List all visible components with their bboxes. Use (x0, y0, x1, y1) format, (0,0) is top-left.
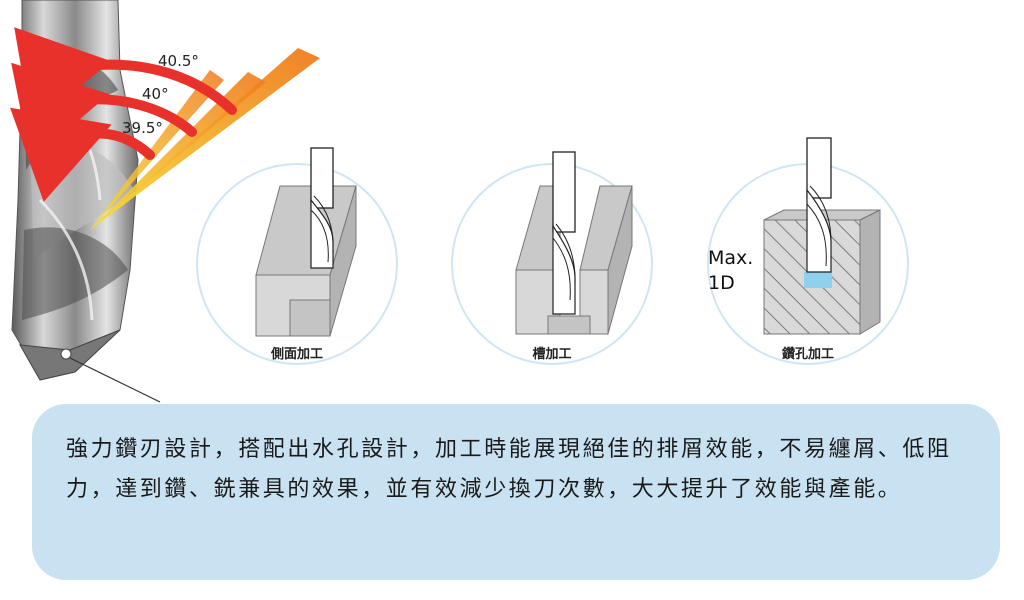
coolant-hole-icon (60, 348, 72, 360)
drilling-tool (806, 137, 832, 273)
side-milling-diagram: 側面加工 (196, 147, 398, 365)
angle-label-39-5: 39.5° (122, 119, 163, 137)
side-milling-label: 側面加工 (270, 346, 323, 362)
slot-milling-diagram: 槽加工 (451, 151, 653, 365)
helix-ray-group (90, 48, 320, 230)
pointer-line (69, 357, 161, 403)
description-box: 強力鑽刃設計，搭配出水孔設計，加工時能展現絕佳的排屑效能，不易纏屑、低阻力，達到… (32, 404, 1000, 580)
slot-milling-label: 槽加工 (532, 346, 571, 362)
depth-label-1d: 1D (708, 272, 735, 294)
angle-label-40: 40° (142, 85, 169, 103)
description-text: 強力鑽刃設計，搭配出水孔設計，加工時能展現絕佳的排屑效能，不易纏屑、低阻力，達到… (66, 437, 952, 502)
angle-label-40-5: 40.5° (158, 52, 199, 70)
drilling-diagram: Max. 1D 鑽孔加工 (707, 137, 909, 365)
angle-arcs (10, 27, 237, 202)
depth-label-max: Max. (708, 247, 753, 269)
coolant-spray (804, 272, 832, 288)
slot-milling-tool (552, 151, 576, 315)
end-mill-illustration (11, 0, 161, 403)
helix-arc-39-5 (10, 107, 155, 202)
helix-arc-40 (11, 62, 197, 161)
side-milling-tool (310, 147, 334, 269)
drilling-label: 鑽孔加工 (782, 346, 834, 362)
